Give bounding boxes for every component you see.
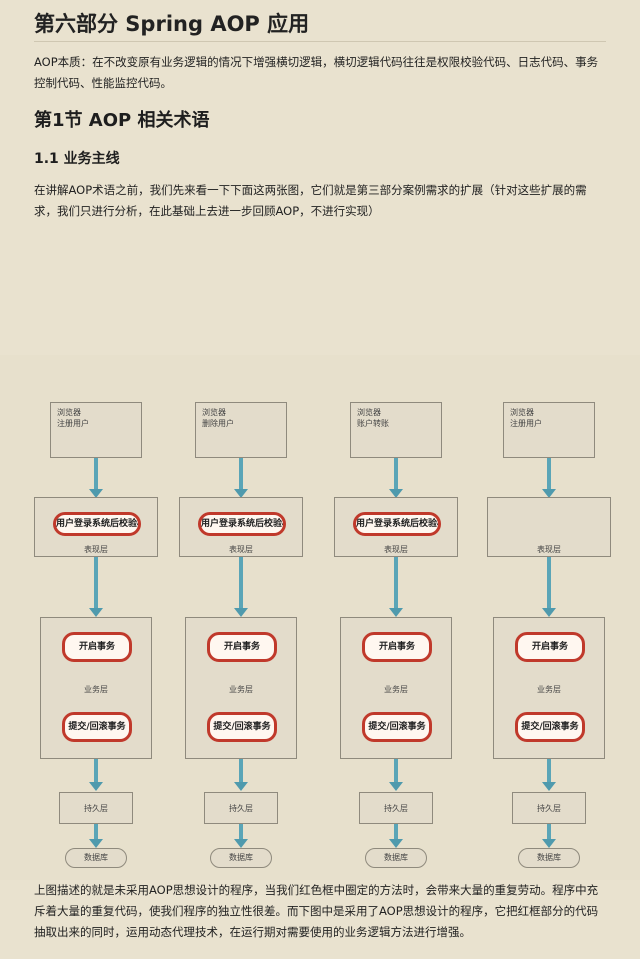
browser-box: 浏览器 账户转账 bbox=[350, 402, 442, 458]
commit-rollback-highlight: 提交/回滚事务 bbox=[515, 712, 585, 742]
flow-arrow bbox=[234, 458, 248, 498]
explanation-paragraph: 上图描述的就是未采用AOP思想设计的程序，当我们红色框中圈定的方法时，会带来大量… bbox=[34, 883, 599, 939]
intro-paragraph: AOP本质：在不改变原有业务逻辑的情况下增强横切逻辑，横切逻辑代码往往是权限校验… bbox=[34, 55, 599, 90]
permission-check-highlight: 用户登录系统后校验权限 bbox=[53, 512, 141, 536]
flow-arrow bbox=[89, 458, 103, 498]
page-title: 第六部分 Spring AOP 应用 bbox=[34, 12, 310, 36]
browser-box: 浏览器 删除用户 bbox=[195, 402, 287, 458]
browser-box-label: 浏览器 注册用户 bbox=[57, 408, 89, 428]
flow-arrow bbox=[389, 458, 403, 498]
service-layer-label: 业务层 bbox=[84, 685, 108, 694]
database-oval: 数据库 bbox=[518, 848, 580, 868]
persistence-layer-label: 持久层 bbox=[537, 804, 561, 813]
flow-arrow bbox=[89, 824, 103, 848]
flow-arrow bbox=[389, 557, 403, 617]
flow-arrow bbox=[234, 759, 248, 791]
permission-check-highlight: 用户登录系统后校验权限 bbox=[353, 512, 441, 536]
start-transaction-highlight: 开启事务 bbox=[515, 632, 585, 662]
section-title: 第1节 AOP 相关术语 bbox=[34, 110, 210, 131]
database-oval: 数据库 bbox=[65, 848, 127, 868]
presentation-layer-box: 用户登录系统后校验权限表现层 bbox=[334, 497, 458, 557]
service-layer-box: 开启事务业务层提交/回滚事务 bbox=[185, 617, 297, 759]
presentation-layer-box: 用户登录系统后校验权限表现层 bbox=[34, 497, 158, 557]
service-layer-box: 开启事务业务层提交/回滚事务 bbox=[40, 617, 152, 759]
start-transaction-highlight: 开启事务 bbox=[62, 632, 132, 662]
presentation-layer-label: 表现层 bbox=[537, 545, 561, 554]
persistence-layer-box: 持久层 bbox=[512, 792, 586, 824]
subsection-title: 1.1 业务主线 bbox=[34, 151, 120, 167]
permission-check-highlight: 用户登录系统后校验权限 bbox=[198, 512, 286, 536]
browser-box: 浏览器 注册用户 bbox=[50, 402, 142, 458]
presentation-layer-label: 表现层 bbox=[84, 545, 108, 554]
browser-box-label: 浏览器 删除用户 bbox=[202, 408, 234, 428]
commit-rollback-highlight: 提交/回滚事务 bbox=[362, 712, 432, 742]
presentation-layer-label: 表现层 bbox=[384, 545, 408, 554]
flow-arrow bbox=[542, 824, 556, 848]
database-oval: 数据库 bbox=[365, 848, 427, 868]
service-layer-box: 开启事务业务层提交/回滚事务 bbox=[493, 617, 605, 759]
aop-diagram: 浏览器 注册用户用户登录系统后校验权限表现层开启事务业务层提交/回滚事务持久层数… bbox=[0, 355, 640, 880]
browser-box: 浏览器 注册用户 bbox=[503, 402, 595, 458]
presentation-layer-label: 表现层 bbox=[229, 545, 253, 554]
flow-arrow bbox=[542, 759, 556, 791]
service-layer-label: 业务层 bbox=[384, 685, 408, 694]
presentation-layer-box: 表现层 bbox=[487, 497, 611, 557]
persistence-layer-label: 持久层 bbox=[229, 804, 253, 813]
title-rule bbox=[34, 41, 606, 42]
flow-arrow bbox=[89, 557, 103, 617]
persistence-layer-label: 持久层 bbox=[384, 804, 408, 813]
browser-box-label: 浏览器 注册用户 bbox=[510, 408, 542, 428]
terms-paragraph: 在讲解AOP术语之前，我们先来看一下下面这两张图，它们就是第三部分案例需求的扩展… bbox=[34, 183, 587, 218]
persistence-layer-box: 持久层 bbox=[359, 792, 433, 824]
service-layer-box: 开启事务业务层提交/回滚事务 bbox=[340, 617, 452, 759]
flow-arrow bbox=[234, 557, 248, 617]
service-layer-label: 业务层 bbox=[229, 685, 253, 694]
service-layer-label: 业务层 bbox=[537, 685, 561, 694]
start-transaction-highlight: 开启事务 bbox=[362, 632, 432, 662]
browser-box-label: 浏览器 账户转账 bbox=[357, 408, 389, 428]
persistence-layer-label: 持久层 bbox=[84, 804, 108, 813]
flow-arrow bbox=[542, 557, 556, 617]
commit-rollback-highlight: 提交/回滚事务 bbox=[207, 712, 277, 742]
flow-arrow bbox=[234, 824, 248, 848]
flow-arrow bbox=[389, 824, 403, 848]
start-transaction-highlight: 开启事务 bbox=[207, 632, 277, 662]
persistence-layer-box: 持久层 bbox=[204, 792, 278, 824]
database-oval: 数据库 bbox=[210, 848, 272, 868]
flow-arrow bbox=[542, 458, 556, 498]
commit-rollback-highlight: 提交/回滚事务 bbox=[62, 712, 132, 742]
presentation-layer-box: 用户登录系统后校验权限表现层 bbox=[179, 497, 303, 557]
persistence-layer-box: 持久层 bbox=[59, 792, 133, 824]
flow-arrow bbox=[89, 759, 103, 791]
flow-arrow bbox=[389, 759, 403, 791]
